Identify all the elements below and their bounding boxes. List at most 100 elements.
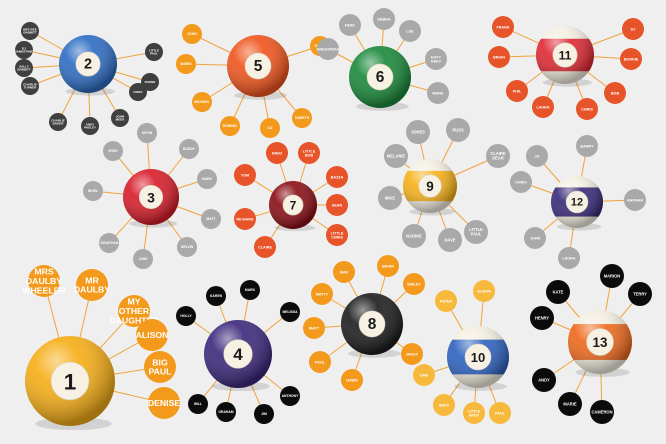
person-name-label: LITTLE bbox=[468, 409, 481, 413]
person-node: BAZZA bbox=[326, 166, 348, 188]
person-name-label: BARRY bbox=[580, 144, 594, 148]
person-node: JO bbox=[526, 145, 548, 167]
person-name-label: HENRY bbox=[535, 315, 549, 320]
person-node: MARION bbox=[600, 264, 624, 288]
person-node-circle bbox=[83, 181, 103, 201]
person-node-circle bbox=[384, 144, 408, 168]
person-node-circle bbox=[473, 280, 495, 302]
person-name-label: CHRIS bbox=[581, 107, 593, 111]
person-name-label: CLAIRE bbox=[258, 245, 272, 249]
person-name-label: WILL bbox=[194, 402, 202, 406]
person-node: HANNAH bbox=[624, 189, 646, 211]
person-node: ALISON bbox=[136, 319, 168, 351]
person-name-label: CHARLIE bbox=[51, 118, 65, 122]
person-node-circle bbox=[234, 208, 256, 230]
person-name-label: BOB bbox=[305, 153, 314, 157]
person-node: MARK bbox=[240, 280, 260, 300]
person-node-circle bbox=[339, 14, 361, 36]
person-node-circle bbox=[201, 209, 221, 229]
person-name-label: LAURA bbox=[562, 256, 575, 260]
person-name-label: ANTHONY bbox=[282, 394, 300, 398]
person-node: ANDY bbox=[433, 394, 455, 416]
person-node-circle bbox=[260, 118, 280, 138]
person-node: JIM bbox=[254, 404, 274, 424]
person-name-label: DJ bbox=[631, 27, 636, 31]
person-node-circle bbox=[576, 98, 598, 120]
person-node-circle bbox=[433, 394, 455, 416]
pool-ball: 7 bbox=[269, 181, 317, 232]
ball-number-disc bbox=[418, 174, 442, 198]
person-node: DELVIN bbox=[177, 237, 197, 257]
ball-number: 8 bbox=[368, 316, 377, 333]
person-node: KAREN bbox=[206, 286, 226, 306]
person-node-circle bbox=[590, 400, 614, 424]
ball-number: 4 bbox=[233, 345, 243, 364]
person-node-circle bbox=[309, 351, 331, 373]
person-node-circle bbox=[311, 283, 333, 305]
person-node-circle bbox=[506, 80, 528, 102]
pool-ball: 10 bbox=[447, 326, 509, 391]
person-node-circle bbox=[240, 280, 260, 300]
person-name-label: GARETH bbox=[295, 116, 310, 120]
person-node: BOB bbox=[604, 82, 626, 104]
person-node: PAUL bbox=[309, 351, 331, 373]
person-node: JOHN bbox=[182, 24, 202, 44]
person-node-circle bbox=[111, 109, 129, 127]
person-node-circle bbox=[280, 302, 300, 322]
person-node: DOMINIC bbox=[220, 116, 240, 136]
person-node-circle bbox=[489, 402, 511, 424]
person-node-circle bbox=[28, 265, 60, 297]
person-name-label: NIGEL bbox=[88, 189, 98, 193]
person-name-label: PAUL bbox=[471, 232, 482, 237]
person-node-circle bbox=[326, 166, 348, 188]
person-node-circle bbox=[254, 404, 274, 424]
person-node-circle bbox=[254, 236, 276, 258]
person-name-label: DAUGHTER bbox=[109, 315, 159, 325]
pool-ball: 5 bbox=[227, 35, 289, 100]
person-name-label: MELANIE bbox=[387, 153, 406, 158]
person-node-circle bbox=[141, 73, 159, 91]
person-node: BRIAN bbox=[488, 46, 510, 68]
person-node-circle bbox=[488, 46, 510, 68]
person-node: CHRIS bbox=[576, 98, 598, 120]
person-node-circle bbox=[524, 227, 546, 249]
person-node-circle bbox=[15, 41, 33, 59]
person-name-label: MARION bbox=[604, 273, 621, 278]
person-name-label: SALLY bbox=[19, 64, 29, 68]
person-name-label: ANDY bbox=[538, 377, 550, 382]
person-node-circle bbox=[179, 139, 199, 159]
person-name-label: MARK bbox=[432, 91, 444, 95]
person-name-label: FARK bbox=[345, 23, 355, 27]
person-node-circle bbox=[425, 48, 447, 70]
person-node: GREGORIAN bbox=[316, 38, 340, 60]
person-node-circle bbox=[129, 83, 147, 101]
person-node-circle bbox=[145, 43, 163, 61]
person-node: JANE bbox=[133, 249, 153, 269]
person-node-circle bbox=[492, 16, 514, 38]
person-name-label: LIZ bbox=[267, 126, 272, 130]
person-name-label: DAULBY bbox=[74, 285, 110, 295]
person-name-label: MARK bbox=[202, 177, 213, 181]
person-name-label: MY bbox=[127, 297, 140, 307]
pool-ball: 8 bbox=[341, 293, 403, 358]
person-name-label: BOB bbox=[611, 91, 620, 95]
person-node: DAVE bbox=[438, 228, 462, 252]
person-name-label: CLAIRE bbox=[490, 151, 505, 156]
ball-number: 12 bbox=[571, 197, 583, 209]
person-node: MARK bbox=[427, 82, 449, 104]
ball-cluster-5: JOHNMARIOMICHAELDOMINICLIZGARETHSTEVE5 bbox=[176, 24, 330, 138]
person-name-label: JANE bbox=[138, 257, 148, 261]
person-node: FRANK bbox=[492, 16, 514, 38]
person-node: TOM bbox=[234, 164, 256, 186]
person-node-circle bbox=[628, 282, 652, 306]
person-node: MARIO bbox=[176, 54, 196, 74]
person-name-label: TURNER bbox=[24, 86, 37, 90]
